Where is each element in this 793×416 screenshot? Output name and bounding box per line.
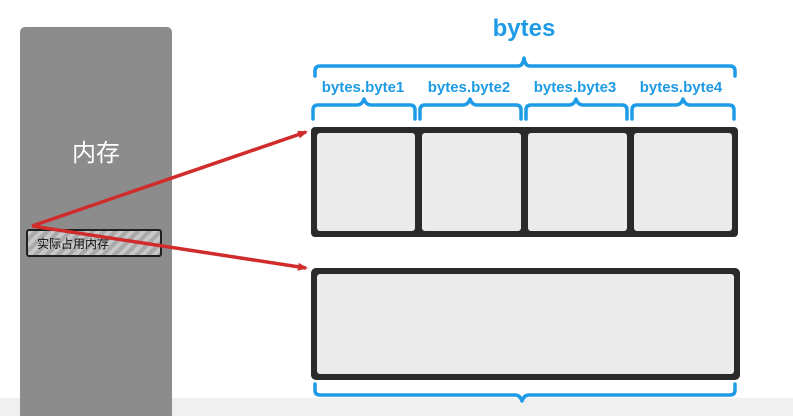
byte3-cell (528, 133, 627, 231)
memory-label: 内存 (72, 139, 120, 167)
byte3-brace (524, 97, 629, 121)
byte3-label: bytes.byte3 (533, 79, 617, 96)
used-memory-label: 实际占用内存 (37, 237, 110, 251)
byte1-label: bytes.byte1 (321, 79, 405, 96)
contiguous-block (317, 274, 734, 374)
byte4-brace (630, 97, 736, 121)
arrow-to-block (31, 224, 308, 271)
byte2-brace (418, 97, 523, 121)
byte4-label: bytes.byte4 (639, 79, 723, 96)
bytes-title: bytes (492, 15, 556, 42)
byte2-cell (422, 133, 521, 231)
byte4-cell (634, 133, 732, 231)
arrow-to-bytes (31, 130, 308, 228)
byte2-label: bytes.byte2 (427, 79, 511, 96)
bottom-strip (0, 398, 793, 416)
bottom-brace (313, 382, 737, 403)
bytes-brace (313, 56, 737, 78)
byte1-brace (311, 97, 417, 121)
byte1-cell (317, 133, 415, 231)
bytes-struct-frame (311, 127, 738, 237)
